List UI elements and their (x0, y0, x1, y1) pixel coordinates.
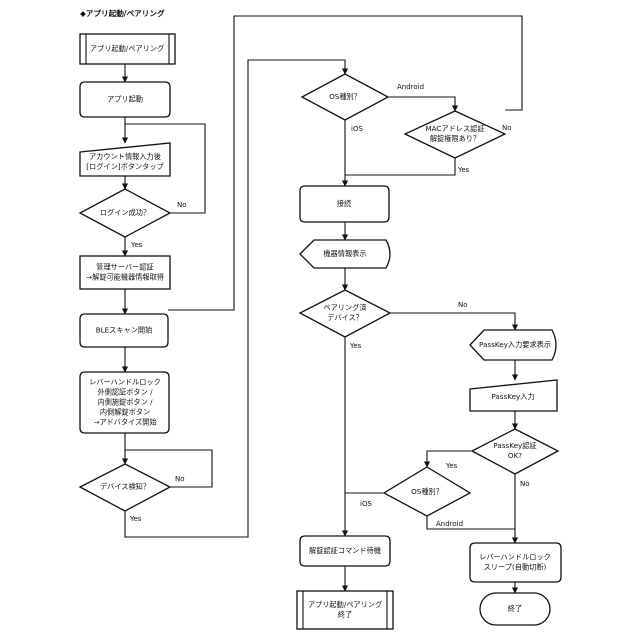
node-label-line: 解錠権限あり？ (430, 134, 480, 143)
node-passkey-prompt: PassKey入力要求表示 (470, 330, 556, 360)
node-paired-device-text: ペアリング済デバイス？ (323, 303, 366, 322)
node-start-text: アプリ起動/ペアリング (90, 44, 164, 53)
node-start: アプリ起動/ペアリング (80, 34, 175, 64)
label-os2-android: Android (436, 520, 463, 528)
node-label-line: [ログイン]ボタンタップ (86, 162, 164, 171)
label-pk-yes: Yes (445, 462, 458, 470)
node-label-line: デバイス検知？ (100, 482, 150, 491)
node-wait-unlock-text: 解錠認証コマンド待機 (309, 546, 381, 555)
node-get-info: 管理サーバー認証→解錠可能機器情報取得 (80, 256, 170, 289)
edge-os1-android (388, 97, 455, 111)
edge-mac-yes (345, 158, 455, 175)
label-found-no: No (175, 475, 185, 483)
node-label-line: レバーハンドルロック (89, 378, 161, 387)
node-login-ok: ログイン成功？ (80, 189, 170, 237)
node-passkey-input: PassKey入力 (470, 380, 557, 411)
node-label-line: PassKey認証 (493, 441, 536, 450)
node-label-line: ペアリング済 (323, 303, 366, 312)
label-mac-yes: Yes (457, 166, 470, 174)
node-label-line: アプリ起動 (107, 95, 143, 104)
node-passkey-prompt-text: PassKey入力要求表示 (479, 340, 551, 349)
label-mac-no: No (502, 124, 512, 132)
node-lever-op-text: レバーハンドルロック外側認証ボタン /内側施錠ボタン /内側解錠ボタン→アドバタ… (89, 378, 161, 427)
node-os-check-2-text: OS種別？ (411, 487, 443, 496)
node-label-line: 解錠認証コマンド待機 (309, 546, 381, 555)
label-os1-ios: iOS (351, 125, 363, 133)
node-label-line: アプリ起動/ペアリング (90, 44, 164, 53)
node-login-tap-text: アカウント情報入力後[ログイン]ボタンタップ (86, 152, 164, 171)
node-ble-scan: BLEスキャン開始 (80, 314, 168, 347)
label-found-yes: Yes (129, 515, 142, 523)
node-label-line: ログイン成功？ (100, 208, 150, 217)
edge-found-yes (125, 60, 345, 537)
node-label-line: PassKey入力 (491, 392, 534, 401)
node-label-line: 管理サーバー認証 (96, 263, 153, 272)
node-label-line: レバーハンドルロック (479, 553, 551, 562)
node-end-text: 終了 (508, 604, 522, 613)
node-app-launch-text: アプリ起動 (107, 95, 143, 104)
node-passkey-ok: PassKey認証OK? (472, 429, 558, 474)
node-label-line: デバイス？ (327, 313, 363, 322)
node-show-info: 機器情報表示 (300, 240, 390, 268)
node-label-line: 内側解錠ボタン (100, 408, 150, 417)
node-label-line: OS種別？ (329, 92, 361, 101)
node-label-line: 接続 (337, 199, 351, 208)
node-os-check-1-text: OS種別？ (329, 92, 361, 101)
node-label-line: MACアドレス認証 (425, 124, 484, 133)
node-label-line: アプリ起動/ペアリング (308, 600, 382, 609)
label-paired-yes: Yes (349, 342, 362, 350)
edge-paired-no (390, 313, 515, 330)
node-app-launch: アプリ起動 (80, 82, 170, 117)
node-pair-done: アプリ起動/ペアリング終了 (297, 591, 393, 629)
node-wait-unlock: 解錠認証コマンド待機 (300, 536, 390, 566)
node-lever-sleep: レバーハンドルロックスリープ(自動切断) (470, 543, 561, 582)
node-ble-scan-text: BLEスキャン開始 (96, 326, 153, 335)
node-label-line: 外側認証ボタン / (97, 388, 153, 397)
node-lever-op: レバーハンドルロック外側認証ボタン /内側施錠ボタン /内側解錠ボタン→アドバタ… (80, 372, 169, 433)
node-get-info-text: 管理サーバー認証→解錠可能機器情報取得 (86, 263, 164, 282)
label-os2-ios: iOS (360, 500, 372, 508)
node-label-line: 内側施錠ボタン / (97, 398, 153, 407)
node-device-found-text: デバイス検知？ (100, 482, 150, 491)
node-label-line: 機器情報表示 (323, 249, 366, 258)
node-mac-check-text: MACアドレス認証解錠権限あり？ (425, 124, 484, 143)
label-login-yes: Yes (130, 241, 143, 249)
node-lever-sleep-text: レバーハンドルロックスリープ(自動切断) (479, 553, 551, 572)
node-passkey-input-text: PassKey入力 (491, 392, 534, 401)
node-os-check-1: OS種別？ (302, 74, 388, 120)
label-os1-android: Android (397, 83, 424, 91)
node-connect: 接続 (300, 186, 389, 222)
diagram-title: ◆アプリ起動/ペアリング (80, 8, 165, 18)
node-device-found: デバイス検知？ (80, 464, 170, 511)
node-paired-device: ペアリング済デバイス？ (300, 290, 390, 337)
node-label-line: OK? (508, 451, 522, 460)
node-login-tap: アカウント情報入力後[ログイン]ボタンタップ (80, 143, 170, 176)
node-os-check-2: OS種別？ (384, 467, 470, 516)
node-connect-text: 接続 (337, 199, 351, 208)
node-mac-check: MACアドレス認証解錠権限あり？ (405, 111, 505, 158)
node-label-line: アカウント情報入力後 (89, 152, 161, 161)
node-label-line: →解錠可能機器情報取得 (86, 273, 164, 282)
node-label-line: OS種別？ (411, 487, 443, 496)
label-login-no: No (177, 201, 187, 209)
node-show-info-text: 機器情報表示 (323, 249, 366, 258)
node-label-line: PassKey入力要求表示 (479, 340, 551, 349)
node-label-line: BLEスキャン開始 (96, 326, 153, 335)
node-label-line: →アドバタイズ開始 (93, 418, 156, 427)
node-login-ok-text: ログイン成功？ (100, 208, 150, 217)
label-paired-no: No (458, 301, 468, 309)
node-end: 終了 (480, 593, 550, 625)
node-label-line: 終了 (338, 610, 352, 619)
label-pk-no: No (520, 480, 530, 488)
node-label-line: スリープ(自動切断) (484, 563, 547, 572)
node-label-line: 終了 (508, 604, 522, 613)
